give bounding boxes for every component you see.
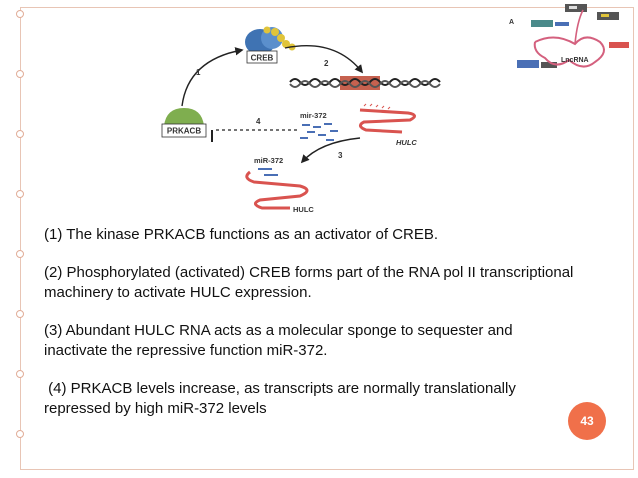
step-2-label: 2 [324, 59, 329, 68]
point-2: (2) Phosphorylated (activated) CREB form… [44, 264, 574, 301]
step-4-label: 4 [256, 117, 261, 126]
point-3: (3) Abundant HULC RNA acts as a molecula… [44, 322, 513, 359]
step-1-label: 1 [196, 68, 201, 77]
hulc-rna-top [359, 103, 416, 134]
frame-decoration [16, 10, 24, 470]
corner-a-label: A [509, 19, 514, 26]
arrow-step-2 [284, 45, 364, 74]
explanation-text: (1) The kinase PRKACB functions as an ac… [44, 225, 574, 437]
mir372-bottom-label: miR-372 [254, 156, 283, 165]
hulc-top-label: HULC [396, 138, 417, 147]
creb-protein: CREB [245, 26, 296, 64]
prkacb-label: PRKACB [167, 127, 201, 136]
step-3-label: 3 [338, 151, 343, 160]
prkacb-protein: PRKACB [161, 108, 207, 138]
creb-label: CREB [251, 54, 274, 63]
mir372-top-label: mir-372 [300, 111, 327, 120]
point-4: (4) PRKACB levels increase, as transcrip… [44, 380, 521, 417]
mir372-fragments [300, 123, 338, 141]
point-1: (1) The kinase PRKACB functions as an ac… [44, 226, 439, 243]
arrow-step-3 [300, 137, 361, 164]
lncrna-illustration: A LncRNA [509, 4, 629, 68]
hulc-mir372-complex [245, 168, 309, 210]
pathway-diagram: CREB 2 PRKACB 1 4 mir-372 HULC 3 miR-372 [161, 26, 441, 214]
dna-helix [289, 76, 441, 90]
arrow-step-1 [181, 47, 244, 107]
page-number-badge: 43 [568, 402, 606, 440]
hulc-bottom-label: HULC [293, 205, 314, 214]
corner-lncrna-label: LncRNA [561, 57, 589, 64]
page-number: 43 [580, 414, 594, 428]
